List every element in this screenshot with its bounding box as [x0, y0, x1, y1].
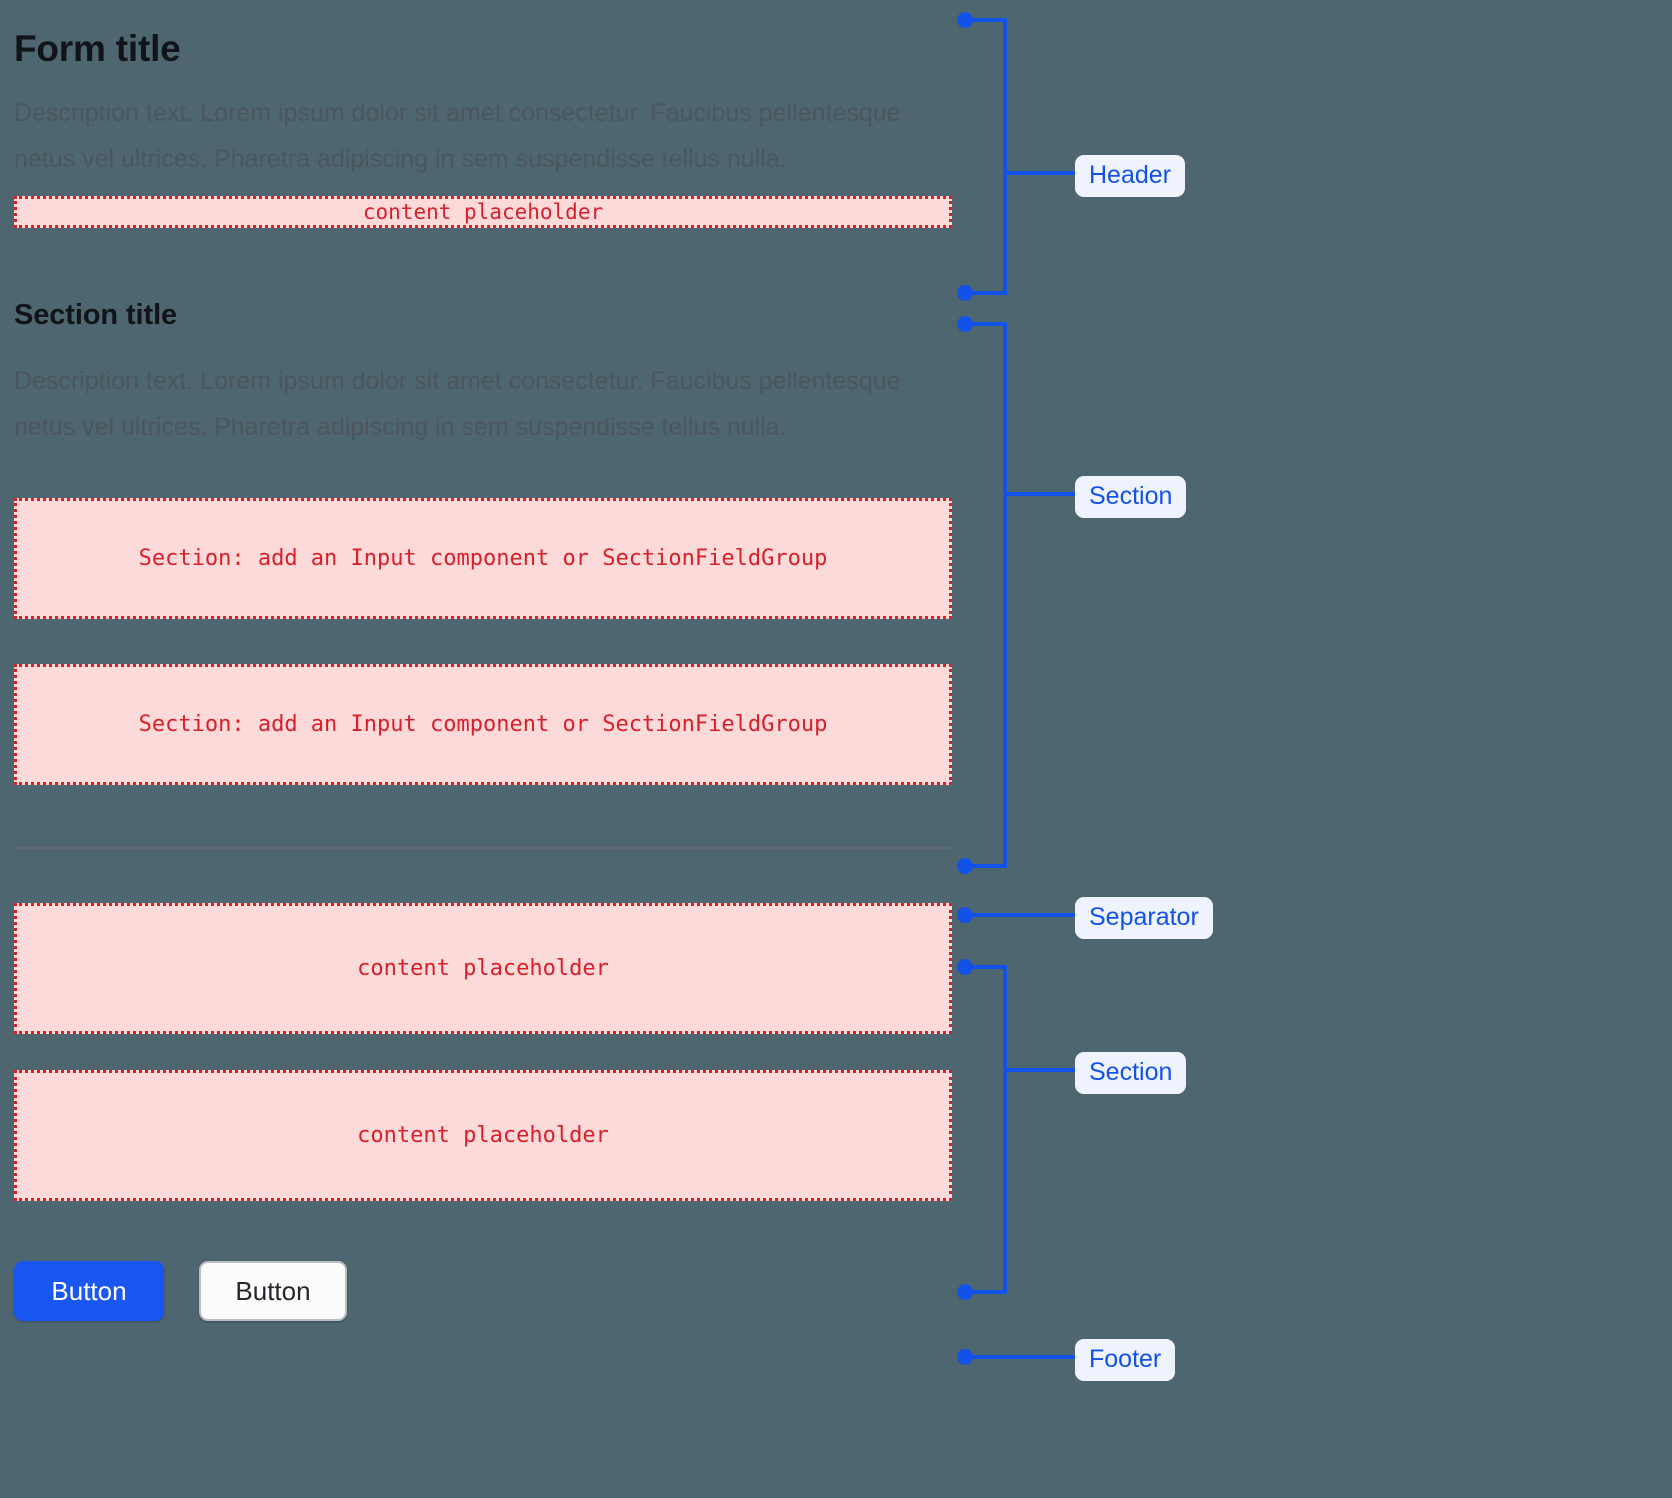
secondary-button[interactable]: Button	[199, 1261, 347, 1321]
header-anchor-dot-top	[957, 12, 973, 28]
form-title: Form title	[14, 28, 181, 69]
section-title: Section title	[14, 299, 178, 331]
section-field-group-placeholder-2: Section: add an Input component or Secti…	[14, 664, 952, 785]
section-field-group-placeholder-1: Section: add an Input component or Secti…	[14, 498, 952, 619]
annotation-badge-section-top[interactable]: Section	[1075, 476, 1187, 518]
primary-button[interactable]: Button	[14, 1261, 164, 1321]
annotation-badge-footer[interactable]: Footer	[1075, 1339, 1176, 1381]
section-top-anchor-dot-top	[957, 316, 973, 332]
section-content-placeholder-2: content placeholder	[14, 1070, 952, 1201]
annotation-badge-header[interactable]: Header	[1075, 155, 1185, 197]
footer-anchor-dot	[957, 1349, 973, 1365]
section-bottom-anchor-dot-top	[957, 959, 973, 975]
header-anchor-dot-bottom	[957, 285, 973, 301]
form-separator	[14, 847, 952, 849]
header-description: Description text. Lorem ipsum dolor sit …	[14, 99, 901, 173]
section-top-anchor-dot-bottom	[957, 858, 973, 874]
section-description: Description text. Lorem ipsum dolor sit …	[14, 367, 901, 441]
section-bottom-anchor-dot-bottom	[957, 1284, 973, 1300]
annotation-badge-separator[interactable]: Separator	[1075, 897, 1213, 939]
form-content-column: Form title Description text. Lorem ipsum…	[14, 0, 952, 1321]
section-bottom-bracket	[965, 965, 1007, 1294]
section-top-bracket	[965, 322, 1007, 868]
annotation-badge-section-bottom[interactable]: Section	[1075, 1052, 1187, 1094]
section-content-placeholder-1: content placeholder	[14, 903, 952, 1034]
header-bracket	[965, 18, 1007, 295]
form-footer: Button Button	[14, 1261, 952, 1321]
separator-anchor-dot	[957, 907, 973, 923]
header-content-placeholder: content placeholder	[14, 196, 952, 228]
